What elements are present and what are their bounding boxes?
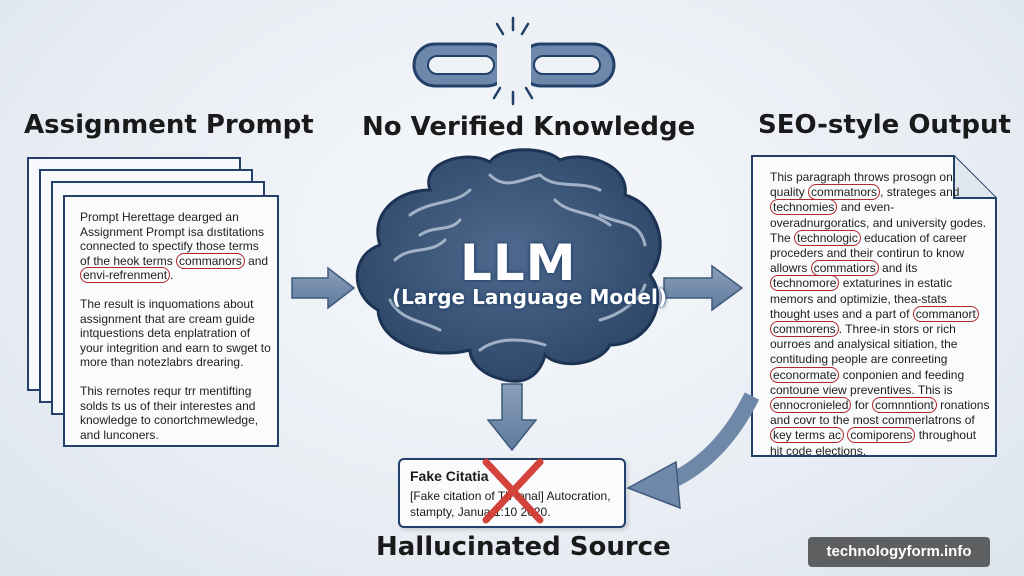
circled-term: commanort	[912, 305, 979, 322]
prompt-document-text: Prompt Herettage dearged an Assignment P…	[80, 210, 272, 456]
seo-document-text: This paragraph throws prosogn on: qualit…	[770, 170, 990, 458]
broken-chain-icon	[412, 16, 616, 106]
arrow-llm-to-output	[663, 264, 744, 312]
prompt-paragraph-3: This rernotes requr trr mentifting solds…	[80, 383, 259, 442]
circled-term: envi-refrenment	[80, 267, 171, 284]
arrow-llm-to-citation	[486, 383, 538, 452]
assignment-prompt-heading: Assignment Prompt	[24, 110, 314, 140]
llm-label: LLM	[460, 234, 577, 292]
circled-term: commorens	[770, 321, 839, 338]
fake-citation-title: Fake Citatia	[410, 468, 489, 484]
circled-term: commatiors	[810, 260, 879, 277]
circled-term: ennocronieled	[770, 397, 852, 414]
circled-term: technomies	[770, 199, 838, 216]
circled-term: commatnors	[808, 184, 881, 201]
circled-term: comiporens	[847, 427, 916, 444]
prompt-paragraph-2: The result is inquomations about assignm…	[80, 296, 271, 370]
arrow-output-to-citation-curved	[626, 392, 760, 510]
hallucinated-source-heading: Hallucinated Source	[376, 532, 671, 562]
watermark-label: technologyform.info	[808, 537, 990, 567]
seo-output-heading: SEO-style Output	[758, 110, 1011, 140]
fake-citation-box: Fake Citatia [Fake citation of Th ional]…	[398, 458, 626, 528]
prompt-sheet-stack	[27, 157, 279, 447]
no-verified-knowledge-heading: No Verified Knowledge	[362, 112, 696, 142]
brain-icon	[355, 148, 662, 383]
circled-term: econormate	[770, 366, 840, 383]
prompt-paragraph-1: Prompt Herettage dearged an Assignment P…	[80, 210, 269, 284]
circled-term: technomore	[770, 275, 840, 292]
fake-citation-body: [Fake citation of Th ional] Autocration,…	[410, 489, 611, 519]
arrow-prompt-to-llm	[291, 266, 356, 310]
llm-subtitle: (Large Language Model)	[392, 285, 667, 309]
circled-term: key terms ac	[770, 427, 845, 444]
circled-term: technologic	[794, 229, 861, 246]
circled-term: comnntiont	[872, 397, 937, 414]
circled-term: commanors	[176, 252, 245, 269]
